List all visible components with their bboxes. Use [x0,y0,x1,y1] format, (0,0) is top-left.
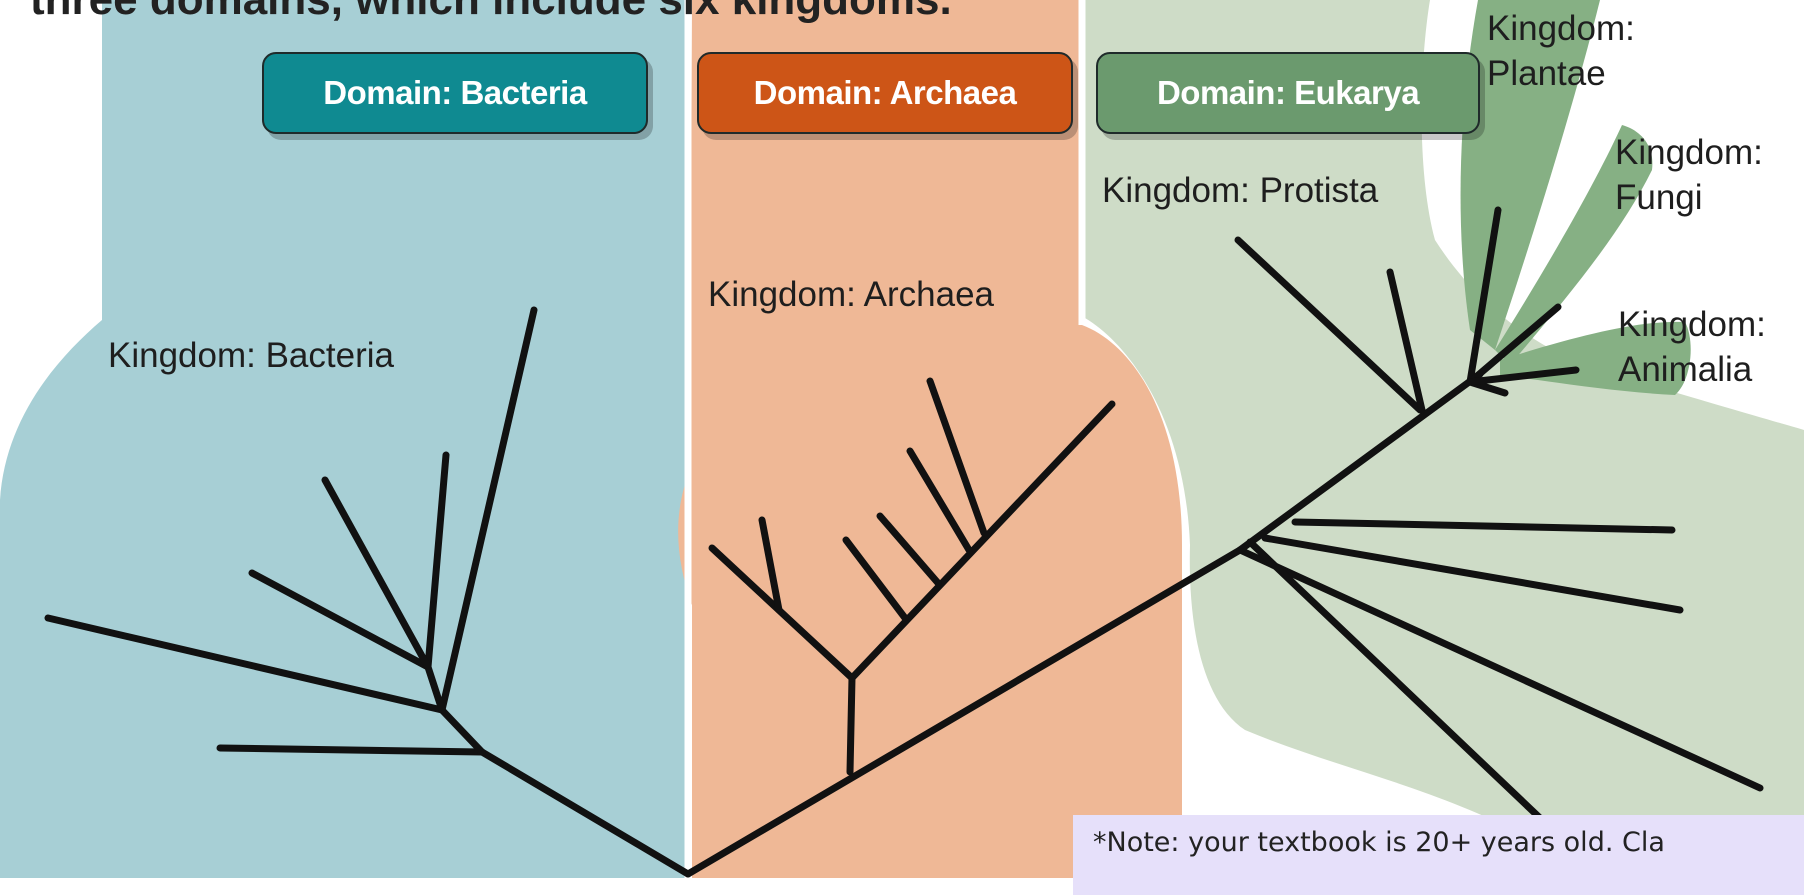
kingdom-fungi-line2: Fungi [1615,175,1763,220]
kingdom-protista-label: Kingdom: Protista [1102,168,1378,213]
kingdom-plantae-line1: Kingdom: [1487,6,1635,51]
domain-bacteria-box: Domain: Bacteria [262,52,648,134]
header-text: three domains, which include six kingdom… [30,0,952,22]
bacteria-branch [220,748,482,752]
kingdom-plantae-line2: Plantae [1487,51,1635,96]
kingdom-animalia-line2: Animalia [1618,347,1766,392]
kingdom-animalia-line1: Kingdom: [1618,302,1766,347]
kingdom-bacteria-label: Kingdom: Bacteria [108,333,394,378]
domain-archaea-box: Domain: Archaea [697,52,1073,134]
kingdom-plantae-label: Kingdom: Plantae [1487,6,1635,96]
kingdom-fungi-label: Kingdom: Fungi [1615,130,1763,220]
archaea-branch [850,678,852,772]
kingdom-fungi-line1: Kingdom: [1615,130,1763,175]
kingdom-archaea-label: Kingdom: Archaea [708,272,994,317]
kingdom-animalia-label: Kingdom: Animalia [1618,302,1766,392]
note-box: *Note: your textbook is 20+ years old. C… [1073,815,1804,895]
domain-eukarya-box: Domain: Eukarya [1096,52,1480,134]
